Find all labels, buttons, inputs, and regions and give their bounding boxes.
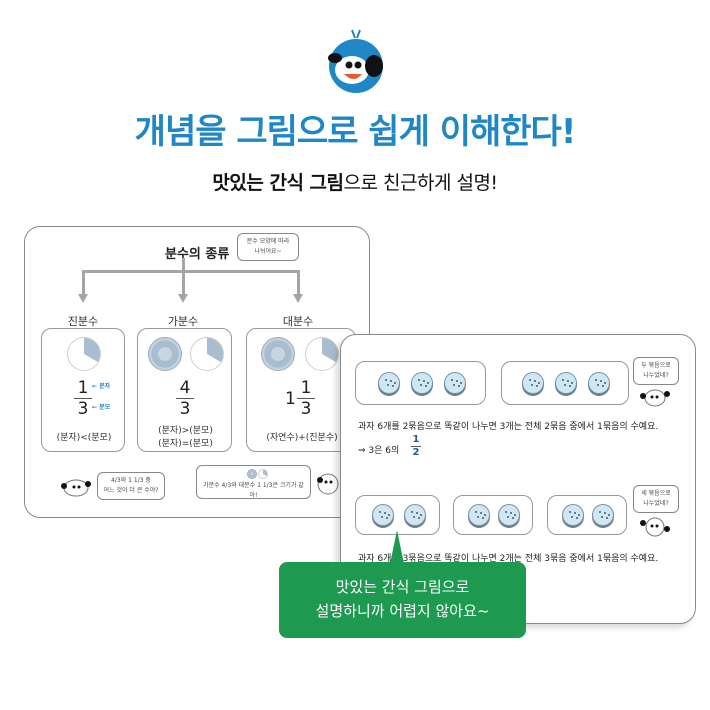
question-bubble: 4/3와 1 1/3 중 어느 것이 더 큰 수야? <box>97 472 165 500</box>
subline-bold: 맛있는 간식 그림 <box>212 172 344 194</box>
proper-fraction-box: 1 3 ← 분자 ← 분모 (분자)<(분모) <box>41 328 125 452</box>
cookie-group <box>355 361 486 405</box>
fraction-kinds-title: 분수의 종류 <box>165 247 230 262</box>
row2-speech-bubble: 세 묶음으로 나누었네? <box>633 485 679 513</box>
tree-connector <box>182 258 185 272</box>
caption: (분자)=(분모) <box>158 439 213 449</box>
cookie-icon <box>404 504 426 526</box>
title-speech-bubble: 분수 모양에 따라 나뉘어요~ <box>237 233 299 261</box>
cookie-icon <box>372 504 394 526</box>
pie-chart-icon <box>148 337 182 371</box>
mixed-fraction-box: 1 1 3 (자연수)+(진분수) <box>246 328 356 452</box>
row2-sentence: 과자 6개를 3묶음으로 똑같이 나누면 2개는 전체 3묶음 중에서 1묶음의… <box>358 554 659 564</box>
caption: (자연수)+(진분수) <box>266 433 338 443</box>
fraction: 4 3 <box>176 379 194 418</box>
pie-chart-icon <box>247 469 257 479</box>
arrow-down-icon <box>178 294 188 303</box>
pie-chart-icon <box>258 469 268 479</box>
mascot-icon <box>640 517 670 537</box>
green-callout: 맛있는 간식 그림으로 설명하니까 어렵지 않아요~ <box>279 562 526 638</box>
tree-connector <box>297 270 300 294</box>
kind-label-mixed: 대분수 <box>282 315 314 328</box>
pie-chart-icon <box>190 337 224 371</box>
cookie-icon <box>411 372 433 394</box>
mascot-icon <box>328 29 383 93</box>
cookie-icon <box>522 372 544 394</box>
cookie-group <box>453 495 533 535</box>
mascot-icon <box>640 389 670 407</box>
cookie-icon <box>468 504 490 526</box>
row1-result: ⇒ 3은 6의 <box>358 446 400 456</box>
tree-connector <box>82 270 85 294</box>
answer-bubble: 가분수 4/3와 대분수 1 1/3은 크기가 같아! <box>196 465 311 499</box>
arrow-down-icon <box>293 294 303 303</box>
subline-rest: 으로 친근하게 설명! <box>343 172 499 194</box>
fraction: 1 3 <box>297 379 315 418</box>
cookie-icon <box>498 504 520 526</box>
fraction-whole: 1 <box>285 389 296 409</box>
subline: 맛있는 간식 그림으로 친근하게 설명! <box>0 168 710 195</box>
result-fraction: 1 2 <box>411 434 421 458</box>
callout-pointer <box>390 530 404 564</box>
row1-speech-bubble: 두 묶음으로 나누었네? <box>633 357 679 385</box>
mascot-icon <box>61 479 91 497</box>
improper-fraction-box: 4 3 (분자)>(분모) (분자)=(분모) <box>137 328 232 452</box>
kind-label-improper: 가분수 <box>167 315 199 328</box>
caption: (분자)<(분모) <box>56 433 112 443</box>
cookie-icon <box>444 372 466 394</box>
cookie-icon <box>592 504 614 526</box>
denominator-note: ← 분모 <box>92 404 111 411</box>
arrow-down-icon <box>78 294 88 303</box>
row1-sentence: 과자 6개를 2묶음으로 똑같이 나누면 3개는 전체 2묶음 중에서 1묶음의… <box>358 422 659 432</box>
fraction: 1 3 <box>74 379 92 418</box>
tree-connector <box>82 270 300 273</box>
cookie-icon <box>378 372 400 394</box>
callout-line-2: 설명하니까 어렵지 않아요~ <box>315 602 490 620</box>
pie-chart-icon <box>67 337 101 371</box>
pie-chart-icon <box>261 337 295 371</box>
cookie-group <box>547 495 627 535</box>
cookie-icon <box>555 372 577 394</box>
numerator-note: ← 분자 <box>92 383 111 390</box>
headline: 개념을 그림으로 쉽게 이해한다! <box>134 112 577 152</box>
cookie-group <box>501 361 629 405</box>
tree-connector <box>182 270 185 294</box>
pie-chart-icon <box>305 337 339 371</box>
cookie-icon <box>562 504 584 526</box>
mascot-icon <box>317 473 339 495</box>
cookie-group <box>355 495 440 535</box>
cookie-icon <box>588 372 610 394</box>
kind-label-proper: 진분수 <box>67 315 99 328</box>
caption: (분자)>(분모) <box>158 426 213 436</box>
callout-line-1: 맛있는 간식 그림으로 <box>335 578 470 596</box>
